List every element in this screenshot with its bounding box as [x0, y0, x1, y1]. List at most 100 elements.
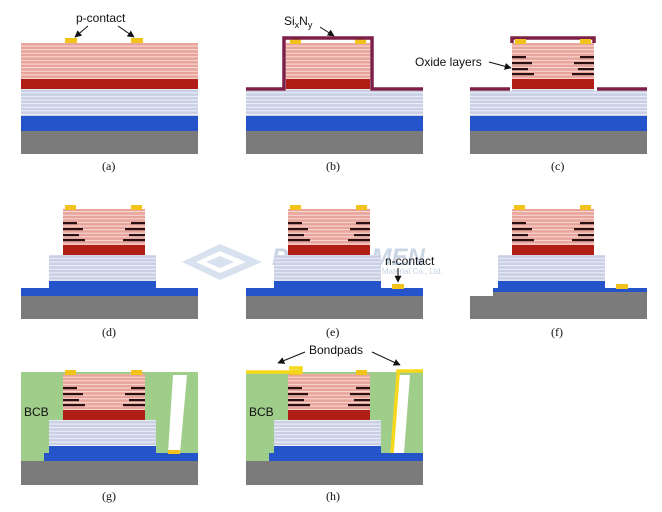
- arrow-p-contact-left: [74, 25, 89, 38]
- bottom-dbr: [49, 420, 156, 446]
- panel-e: n-contact (e): [246, 205, 435, 339]
- arrow-oxide: [488, 61, 512, 70]
- oxide-layers: [63, 387, 145, 407]
- p-contact-pad: [356, 370, 367, 375]
- n-layer: [269, 453, 423, 461]
- p-contact-label: p-contact: [76, 11, 126, 25]
- oxide-layers: [288, 387, 370, 407]
- n-layer: [246, 288, 423, 296]
- n-layer: [21, 288, 198, 296]
- bottom-dbr: [21, 89, 198, 116]
- substrate: [21, 131, 198, 154]
- n-layer: [44, 453, 198, 461]
- bottom-dbr: [246, 91, 423, 116]
- bottom-dbr-mesa: [512, 89, 594, 91]
- caption-c: (c): [551, 159, 564, 173]
- n-layer-mesa: [274, 281, 381, 288]
- bondpad-right: [390, 369, 423, 454]
- p-contact-pad: [580, 39, 591, 44]
- active-region: [288, 245, 370, 255]
- n-layer: [21, 116, 198, 131]
- p-contact-pad: [580, 205, 591, 210]
- n-layer-mesa: [498, 281, 605, 288]
- panel-f: (f): [470, 205, 647, 339]
- caption-f: (f): [551, 325, 563, 339]
- panel-c: Oxide layers (c): [415, 36, 647, 173]
- top-dbr: [286, 43, 370, 79]
- n-contact-pad: [168, 450, 180, 454]
- n-layer-mesa: [49, 281, 156, 288]
- oxide-layers: [512, 222, 594, 242]
- active-region: [512, 245, 594, 255]
- p-contact-pad: [131, 38, 143, 43]
- panel-g: BCB (g): [21, 370, 198, 503]
- bondpads-label: Bondpads: [309, 343, 363, 357]
- caption-g: (g): [102, 489, 116, 503]
- oxide-layers: [63, 222, 145, 242]
- sixny-layer: [510, 36, 596, 43]
- substrate: [21, 296, 198, 319]
- active-region: [63, 410, 145, 420]
- panel-a: p-contact (a): [21, 11, 198, 173]
- panel-h: Bondpads BCB (h): [246, 343, 423, 503]
- substrate: [246, 131, 423, 154]
- caption-b: (b): [326, 159, 340, 173]
- active-region: [286, 79, 370, 89]
- arrow-bondpad-right: [371, 351, 401, 366]
- n-layer: [493, 288, 647, 292]
- substrate: [246, 296, 423, 319]
- bottom-dbr-mesa: [286, 89, 370, 91]
- p-contact-pad: [514, 205, 525, 210]
- bcb-label: BCB: [24, 405, 49, 419]
- bondpad-left: [246, 366, 303, 374]
- substrate: [21, 461, 198, 485]
- n-layer-mesa: [49, 446, 156, 453]
- oxide-layers: [512, 56, 594, 76]
- p-contact-pad: [65, 205, 76, 210]
- active-region: [288, 410, 370, 420]
- n-contact-label: n-contact: [385, 254, 435, 268]
- substrate: [470, 296, 647, 319]
- n-layer: [246, 116, 423, 131]
- top-dbr: [21, 43, 198, 79]
- p-contact-pad: [290, 205, 301, 210]
- p-contact-pad: [515, 39, 526, 44]
- bottom-dbr: [470, 91, 647, 116]
- p-contact-pad: [65, 38, 77, 43]
- p-contact-pad: [356, 205, 367, 210]
- sixny-layer: [246, 36, 423, 91]
- substrate: [470, 131, 647, 154]
- n-layer-mesa: [274, 446, 381, 453]
- caption-e: (e): [326, 325, 339, 339]
- p-contact-pad: [131, 205, 142, 210]
- bcb-label: BCB: [249, 405, 274, 419]
- bottom-dbr: [498, 255, 605, 281]
- n-contact-pad: [616, 284, 628, 289]
- caption-d: (d): [102, 325, 116, 339]
- p-contact-pad: [65, 370, 76, 375]
- active-region: [63, 245, 145, 255]
- bottom-dbr: [49, 255, 156, 281]
- p-contact-pad: [355, 39, 366, 44]
- arrow-sixny: [319, 26, 335, 37]
- arrow-bondpad-left: [277, 351, 306, 364]
- panel-b: SixNy (b): [246, 14, 423, 173]
- arrow-p-contact-right: [117, 25, 135, 38]
- panel-d: (d): [21, 205, 198, 339]
- watermark-logo-icon: [182, 244, 262, 280]
- n-contact-pad: [392, 284, 404, 289]
- n-layer: [470, 116, 647, 131]
- substrate-mesa: [493, 292, 647, 296]
- active-region: [21, 79, 198, 89]
- active-region: [512, 79, 594, 89]
- caption-a: (a): [102, 159, 115, 173]
- caption-h: (h): [326, 489, 340, 503]
- oxide-layers-label: Oxide layers: [415, 55, 482, 69]
- sixny-label: SixNy: [284, 14, 313, 30]
- p-contact-pad: [131, 370, 142, 375]
- bottom-dbr: [274, 255, 381, 281]
- oxide-layers: [288, 222, 370, 242]
- substrate: [246, 461, 423, 485]
- bottom-dbr: [274, 420, 381, 446]
